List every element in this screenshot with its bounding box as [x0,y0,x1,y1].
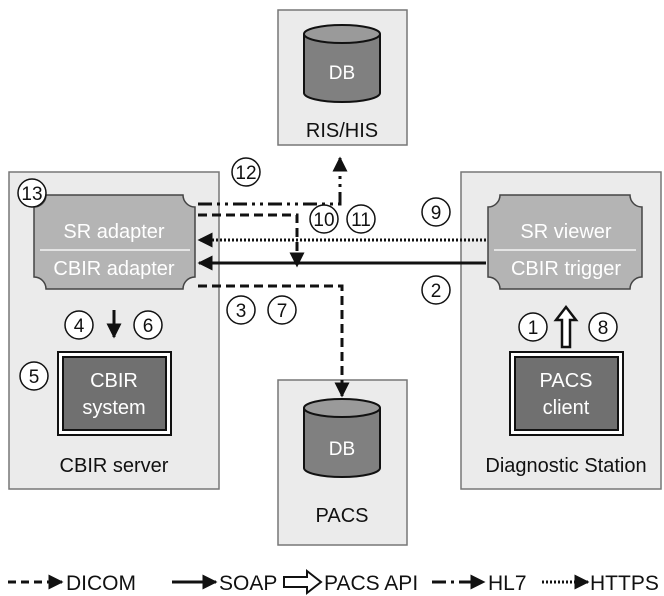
pacs-client-box: PACS client [509,351,624,436]
svg-text:5: 5 [29,367,40,388]
step-7: 7 [267,295,297,325]
step-2: 2 [421,275,451,305]
svg-text:9: 9 [431,203,442,224]
pacs-client-label-line1: PACS [540,370,593,392]
pacs-box: DB PACS [277,379,408,546]
legend-hl7-label: HL7 [488,572,527,595]
ris-his-label: RIS/HIS [306,120,378,142]
step-5: 5 [19,361,49,391]
svg-text:2: 2 [431,281,442,302]
pacs-db-icon: DB [303,398,381,478]
cbir-system-box: CBIR system [57,351,172,436]
step-10: 10 [309,204,339,234]
legend-hl7: HL7 [432,572,527,595]
svg-text:4: 4 [74,316,85,337]
svg-text:3: 3 [236,301,247,322]
step-8: 8 [588,312,618,342]
cbir-server-label: CBIR server [60,455,169,477]
hl7-connector [198,156,348,206]
svg-text:11: 11 [351,210,371,231]
step-1: 1 [518,312,548,342]
legend-https-label: HTTPS [590,572,659,595]
ris-his-db-icon: DB [303,24,381,103]
cbir-adapter-module: SR adapter CBIR adapter [33,194,196,290]
legend-https: HTTPS [542,572,659,595]
sr-adapter-label: SR adapter [63,221,165,243]
step-6: 6 [133,310,163,340]
cbir-adapter-label: CBIR adapter [53,258,175,280]
cbir-system-label-line1: CBIR [90,370,138,392]
svg-text:6: 6 [143,316,154,337]
legend-pacs-api-label: PACS API [324,572,418,595]
ris-his-db-label: DB [329,63,355,84]
legend-soap-label: SOAP [219,572,277,595]
diagnostic-station-label: Diagnostic Station [485,455,646,477]
legend-soap: SOAP [172,572,277,595]
svg-text:12: 12 [235,163,256,184]
cbir-system-label-line2: system [82,397,145,419]
step-13: 13 [17,178,47,208]
legend-dicom-label: DICOM [66,572,136,595]
svg-text:13: 13 [21,184,42,205]
pacs-api-arrow [553,304,579,349]
sr-viewer-label: SR viewer [520,221,611,243]
svg-text:1: 1 [528,318,539,339]
legend-dicom: DICOM [8,572,136,595]
step-3: 3 [226,295,256,325]
step-11: 11 [346,204,376,234]
legend: DICOM SOAP PACS API HL7 HTTPS [8,568,659,596]
svg-text:7: 7 [277,301,288,322]
pacs-client-label-line2: client [543,397,590,419]
cbir-trigger-label: CBIR trigger [511,258,621,280]
svg-text:8: 8 [598,318,609,339]
pacs-db-label: DB [329,439,355,460]
diagnostic-station-panel: SR viewer CBIR trigger PACS client Diagn… [460,171,662,490]
svg-text:10: 10 [313,210,334,231]
sr-viewer-module: SR viewer CBIR trigger [487,194,643,290]
step-9: 9 [421,197,451,227]
ris-his-box: DB RIS/HIS [277,9,408,146]
step-4: 4 [64,310,94,340]
legend-pacs-api: PACS API [283,568,418,596]
pacs-label: PACS [316,505,369,527]
step-12: 12 [231,157,261,187]
dicom-connector-cbir [198,284,350,398]
dicom-connector-sr [198,213,305,268]
